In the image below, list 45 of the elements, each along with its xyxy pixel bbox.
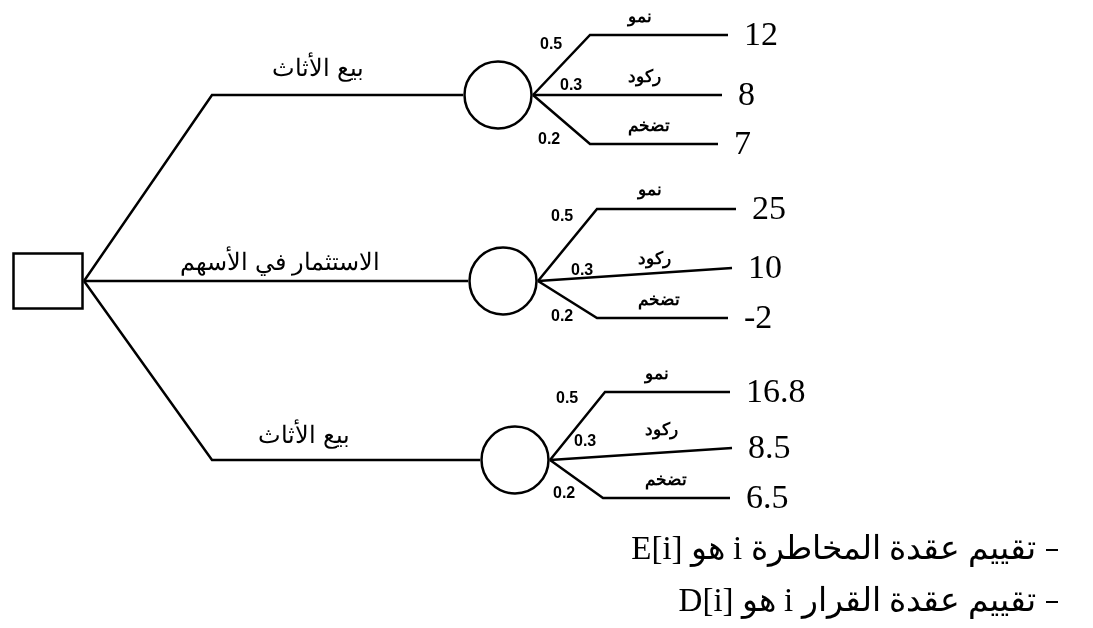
branch-line [84,279,468,283]
payoff-value: 10 [748,250,808,286]
branch-line [532,94,718,146]
branch-line [537,266,733,283]
branch-line [532,33,728,96]
payoff-value: 8 [738,77,778,113]
probability-label: 0.2 [551,308,574,324]
probability-label: 0.2 [538,131,561,147]
branch-line [533,93,722,97]
edge-label: تضخم [628,117,670,134]
payoff-value: -2 [744,300,804,336]
payoff-value: 12 [744,17,804,53]
payoff-value: 25 [752,191,812,227]
payoff-value: 16.8 [746,374,836,410]
chance-circle [468,246,538,316]
note-text: تقييم عقدة القرار i هو D[i] [678,584,1036,617]
probability-label: 0.3 [574,433,597,449]
edge-label: نمو [645,365,669,382]
chance-circle [480,425,550,495]
branch-line [549,459,730,500]
edge-label: نمو [638,181,662,198]
branch-line [537,207,736,282]
edge-label: تضخم [645,471,687,488]
branch-line [549,446,733,462]
edge-label: تضخم [638,291,680,308]
chance-circle [463,60,533,130]
payoff-value: 7 [734,126,774,162]
edge-label: ركود [645,421,678,438]
branch-line [83,280,480,462]
branch-line [549,390,730,461]
payoff-value: 6.5 [746,480,816,516]
probability-label: 0.5 [551,208,574,224]
edge-label: ركود [638,250,671,267]
probability-label: 0.5 [540,36,563,52]
branch-line [537,279,728,320]
probability-label: 0.3 [571,262,594,278]
probability-label: 0.5 [556,390,579,406]
edge-label: نمو [628,8,652,25]
decision-square [12,252,84,310]
edge-label: ركود [628,68,661,85]
note-text: تقييم عقدة المخاطرة i هو E[i] [631,532,1036,565]
probability-label: 0.2 [553,485,576,501]
payoff-value: 8.5 [748,430,818,466]
probability-label: 0.3 [560,77,583,93]
branch-line [82,93,463,282]
